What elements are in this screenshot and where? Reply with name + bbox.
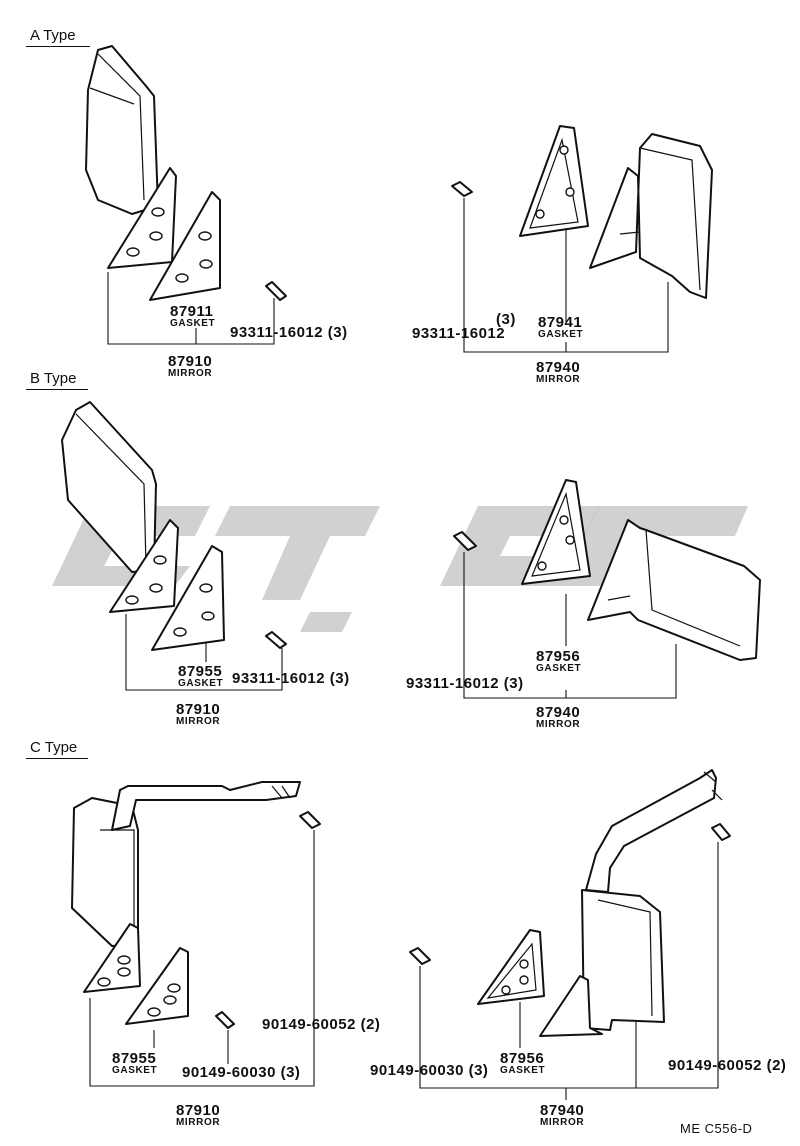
c-left-screw-lower (215, 1011, 235, 1029)
a-left-mirror-base (107, 167, 177, 269)
a-right-mirror-name: MIRROR (536, 374, 581, 385)
section-title-b: B Type (30, 370, 77, 387)
c-right-gasket (477, 929, 545, 1005)
c-left-mirror-name: MIRROR (176, 1117, 221, 1128)
b-left-mirror-part-number: 87910 (176, 701, 221, 718)
b-gasket-part-number: 87955 (178, 663, 223, 680)
a-right-gasket (519, 125, 589, 237)
section-underline-b (26, 389, 88, 390)
c-right-screw-left (409, 947, 431, 965)
b-right-gasket (521, 479, 591, 585)
c-right-screw-right (711, 823, 731, 841)
c-left-gasket (125, 947, 189, 1025)
a-left-screw-part-number: 93311-16012 (3) (230, 324, 348, 341)
a-gasket-name: GASKET (170, 318, 216, 329)
section-underline-a (26, 46, 90, 47)
drawing-code: ME C556-D (680, 1121, 753, 1136)
a-left-mirror (85, 45, 159, 215)
c-left-screw-upper (299, 811, 321, 829)
a-right-gasket-name: GASKET (538, 329, 584, 340)
section-title-a: A Type (30, 27, 76, 44)
a-left-screw (265, 281, 287, 301)
a-left-mirror-part-number: 87910 (168, 353, 213, 370)
b-right-mirror-name: MIRROR (536, 719, 581, 730)
section-title-c: C Type (30, 739, 78, 756)
a-right-mirror (589, 133, 713, 299)
a-right-screw-part-number: 93311-16012 (412, 325, 506, 342)
c-right-mirror-name: MIRROR (540, 1117, 585, 1128)
b-right-gasket-name: GASKET (536, 663, 582, 674)
c-right-mirror-part-number: 87940 (540, 1102, 585, 1119)
c-right-gasket-part-number: 87956 (500, 1050, 545, 1067)
b-left-mirror-name: MIRROR (176, 716, 221, 727)
c-right-left-screw-part-number: 90149-60030 (3) (370, 1062, 489, 1079)
c-left-lower-screw-part-number: 90149-60030 (3) (182, 1064, 301, 1081)
b-right-mirror (587, 519, 761, 661)
c-gasket-name: GASKET (112, 1065, 158, 1076)
a-left-mirror-name: MIRROR (168, 368, 213, 379)
c-left-mirror (71, 781, 301, 947)
c-right-right-screw-part-number: 90149-60052 (2) (668, 1057, 787, 1074)
b-right-mirror-part-number: 87940 (536, 704, 581, 721)
b-left-screw-part-number: 93311-16012 (3) (232, 670, 350, 687)
b-left-screw (265, 631, 287, 649)
b-left-gasket (151, 545, 225, 651)
b-right-gasket-part-number: 87956 (536, 648, 581, 665)
c-right-mirror (539, 769, 723, 1037)
a-left-gasket (149, 191, 221, 301)
b-right-screw-part-number: 93311-16012 (3) (406, 675, 524, 692)
c-left-mirror-part-number: 87910 (176, 1102, 221, 1119)
section-underline-c (26, 758, 88, 759)
c-gasket-part-number: 87955 (112, 1050, 157, 1067)
a-right-gasket-part-number: 87941 (538, 314, 583, 331)
a-right-screw (451, 181, 473, 197)
b-gasket-name: GASKET (178, 678, 224, 689)
b-right-screw (453, 531, 477, 551)
c-right-gasket-name: GASKET (500, 1065, 546, 1076)
a-right-mirror-part-number: 87940 (536, 359, 581, 376)
a-right-screw-quantity: (3) (496, 311, 516, 328)
a-gasket-part-number: 87911 (170, 303, 214, 320)
c-left-mirror-base (83, 923, 141, 993)
b-left-mirror-base (109, 519, 179, 613)
c-left-upper-screw-part-number: 90149-60052 (2) (262, 1016, 381, 1033)
